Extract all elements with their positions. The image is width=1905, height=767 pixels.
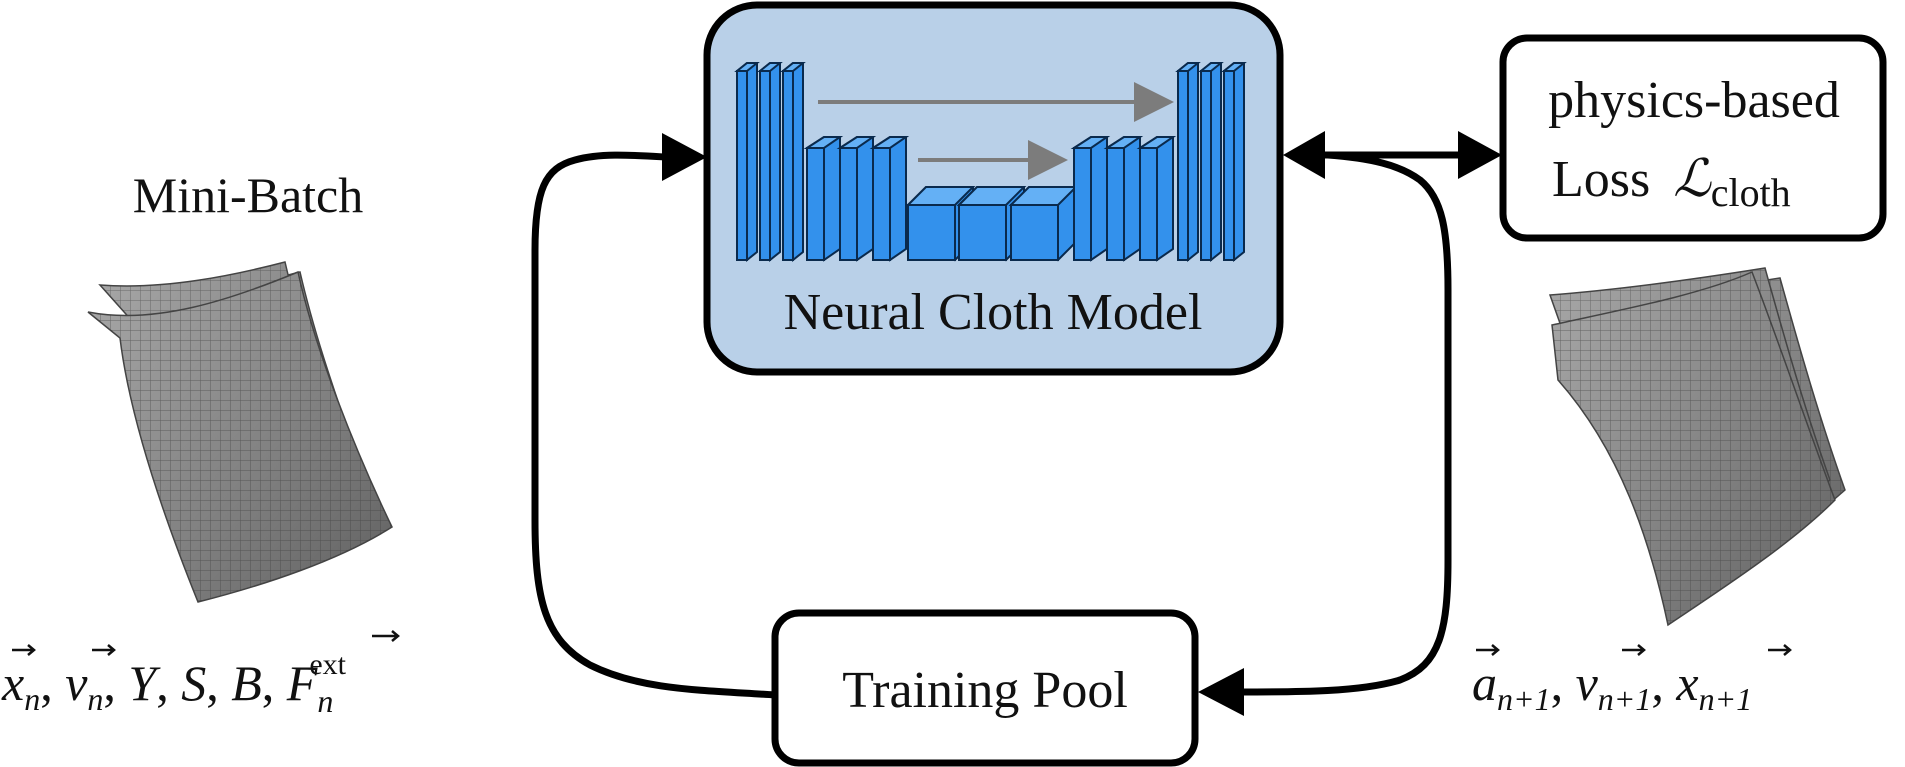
- unet-encoder-layers-medium: [803, 136, 910, 262]
- loss-prefix: Loss: [1552, 151, 1650, 208]
- loss-subscript: cloth: [1711, 170, 1791, 215]
- connector-pool-to-model: [531, 133, 776, 699]
- svg-text:an+1, vn+1, xn+1: an+1, vn+1, xn+1: [1472, 655, 1752, 717]
- loss-line1: physics-based: [1548, 72, 1840, 129]
- training-pool-box: Training Pool: [771, 609, 1199, 767]
- loss-line2: Loss ℒcloth: [1552, 151, 1791, 215]
- physics-loss-box: physics-based Loss ℒcloth: [1499, 34, 1887, 242]
- input-variables-formula: xn, vn, Y, S, B, Fnext: [1, 630, 400, 719]
- mini-batch-title: Mini-Batch: [133, 167, 364, 223]
- unet-bottleneck-layers: [905, 186, 1079, 262]
- training-pool-label: Training Pool: [842, 662, 1128, 719]
- model-label: Neural Cloth Model: [784, 284, 1203, 341]
- connector-model-to-pool: [1198, 151, 1452, 716]
- output-cloth-stack-image: [1548, 267, 1846, 627]
- neural-cloth-model-box: Neural Cloth Model: [703, 1, 1284, 376]
- unet-decoder-layers-medium: [1070, 136, 1177, 262]
- unet-decoder-layers-tall: [1175, 62, 1247, 262]
- unet-encoder-layers-tall: [734, 62, 806, 262]
- loss-symbol: ℒ: [1673, 151, 1712, 208]
- svg-text:xn, vn, Y, S, B, Fnext: xn, vn, Y, S, B, Fnext: [1, 648, 347, 719]
- output-variables-formula: an+1, vn+1, xn+1: [1472, 644, 1792, 717]
- input-cloth-stack-image: [87, 261, 393, 603]
- connector-model-loss-bidirectional: [1283, 131, 1502, 179]
